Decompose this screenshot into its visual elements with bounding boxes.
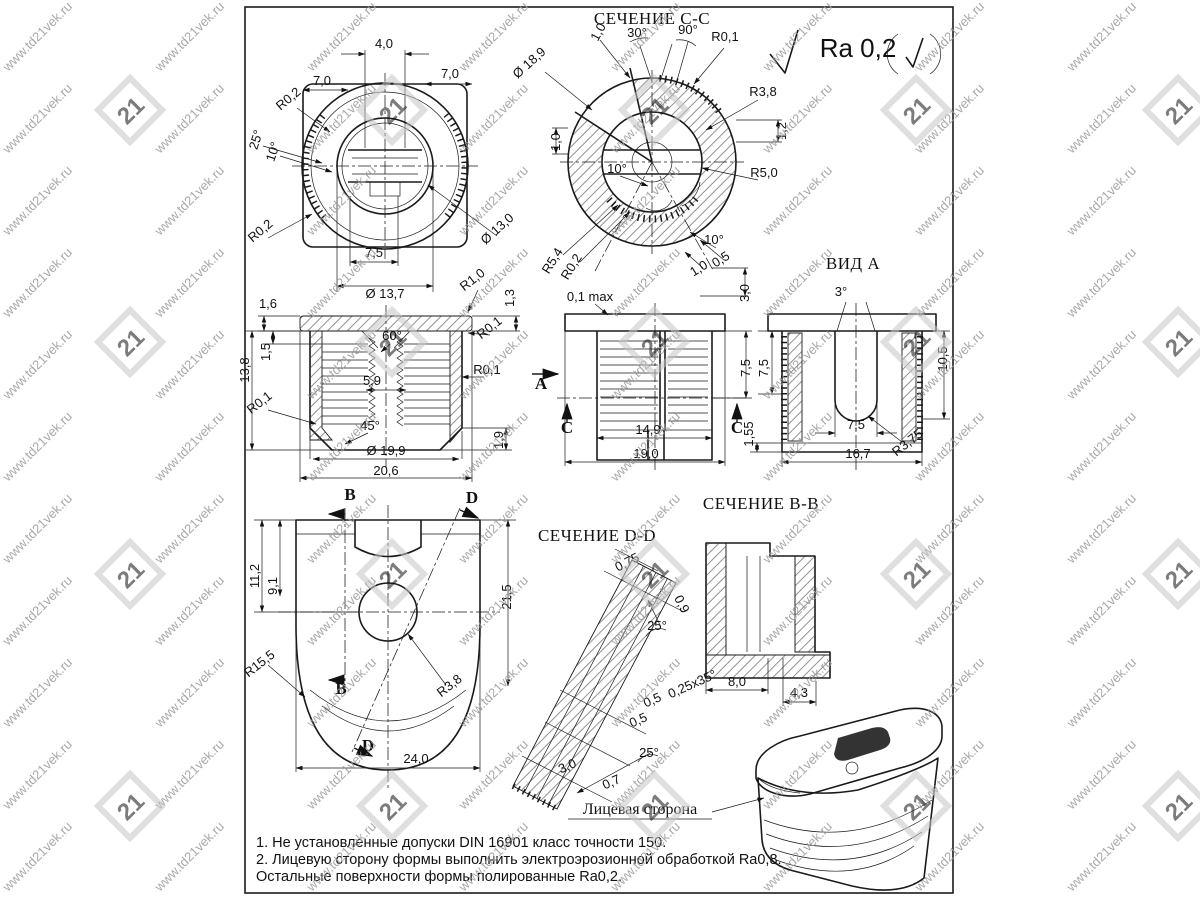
watermark-logo-layer: [0, 0, 1200, 900]
engineering-drawing-canvas: www.td21vek.ru 21: [0, 0, 1200, 900]
engineering-drawing-page: www.td21vek.ru 21: [0, 0, 1200, 900]
